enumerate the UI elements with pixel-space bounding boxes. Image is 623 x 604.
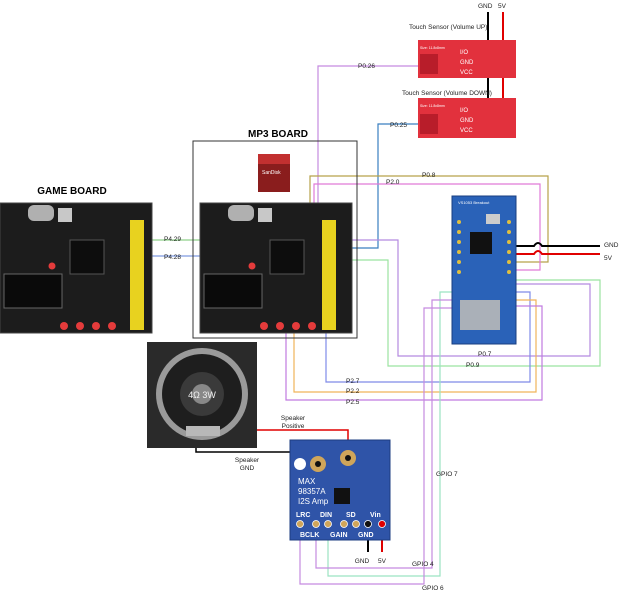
label-gpio-7: GPIO 7 [436,471,458,478]
label-gpio-6: GPIO 6 [422,585,444,592]
label-p2-7: P2.7 [346,378,360,385]
amp-gnd-label: GND [355,558,370,565]
touch-up-pin-vcc: VCC [460,70,473,76]
touch-sensor-down-tiny-text: Size: 11.8x8mm [420,104,445,108]
touch-up-pin-io: I/O [460,50,468,56]
module-5v-label: 5V [604,255,613,262]
touch-up-pin-gnd: GND [460,60,474,66]
amp-line-3: I2S Amp [298,497,329,506]
label-p2-5: P2.5 [346,399,360,406]
i2s-amplifier: MAX 98357A I2S Amp LRC DIN SD Vin BCLK G… [289,439,391,541]
label-p0-7: P0.7 [478,351,492,358]
amp-pin-sd: SD [346,512,356,519]
amp-pin-din: DIN [320,512,332,519]
wire-labels: P0.26 P0.25 P0.8 P2.0 P4.29 P4.28 P0.7 P… [164,63,492,592]
sd-card: SanDisk [258,154,290,192]
touch-down-pin-vcc: VCC [460,128,473,134]
amp-pin-bclk: BCLK [300,532,319,539]
touch-sensor-volume-down-label: Touch Sensor (Volume DOWN) [402,90,492,97]
label-p2-2: P2.2 [346,388,360,395]
speaker-positive-label-1: Speaker [281,415,306,422]
speaker-gnd-label-2: GND [240,465,255,472]
label-p0-26: P0.26 [358,63,375,70]
amp-5v-label: 5V [378,558,387,565]
label-p0-8: P0.8 [422,172,436,179]
touch-sensor-volume-up-label: Touch Sensor (Volume UP) [409,24,487,31]
mp3-board-title: MP3 BOARD [248,129,308,140]
module-gnd-label: GND [604,242,619,249]
amp-pin-gnd: GND [358,532,374,539]
amp-pin-lrc: LRC [296,512,310,519]
mp3-board-frame [192,140,358,339]
amp-pin-vin: Vin [370,512,381,519]
wire-p0-9 [352,259,601,367]
touch-sensor-volume-up: Touch Sensor (Volume UP) Size: 11.8x8mm … [409,24,516,78]
touch-sensor-volume-down: Touch Sensor (Volume DOWN) Size: 11.8x8m… [402,90,516,138]
wire-gpio-4 [315,299,452,569]
speaker-ohm-label: 4Ω 3W [188,390,216,400]
wire-p0-25 [352,123,420,249]
amp-line-2: 98357A [298,487,326,496]
amp-pin-gain: GAIN [330,532,348,539]
speaker-positive-label-2: Positive [282,423,305,430]
label-p4-29: P4.29 [164,236,181,243]
touch-down-pin-gnd: GND [460,118,474,124]
game-board-title: GAME BOARD [37,186,106,197]
label-gpio-4: GPIO 4 [412,561,434,568]
speaker: 4Ω 3W [147,342,257,448]
sd-card-label: SanDisk [262,170,281,176]
label-p0-9: P0.9 [466,362,480,369]
wire-5v-module [516,250,600,255]
wire-p2-7 [325,280,531,383]
wire-gpio-7 [327,291,452,577]
amp-line-1: MAX [298,477,316,486]
touch-down-pin-io: I/O [460,108,468,114]
mp3-board: MP3 BOARD SanDisk [192,129,358,339]
touch-sensor-up-tiny-text: Size: 11.8x8mm [420,46,445,50]
mp3-module-header: VS1053 Breakout [458,200,490,205]
wire-gpio-6 [299,307,452,585]
wire-p0-26 [317,65,420,268]
label-p4-28: P4.28 [164,254,181,261]
wire-gnd-module [516,242,600,247]
mp3-decoder-module: VS1053 Breakout [451,195,517,345]
speaker-gnd-label-1: Speaker [235,457,260,464]
label-p2-0: P2.0 [386,179,400,186]
label-p0-25: P0.25 [390,122,407,129]
game-board: GAME BOARD [0,186,153,334]
top-5v-label: 5V [498,3,507,10]
top-gnd-label: GND [478,3,493,10]
wire-p0-7 [352,239,591,357]
